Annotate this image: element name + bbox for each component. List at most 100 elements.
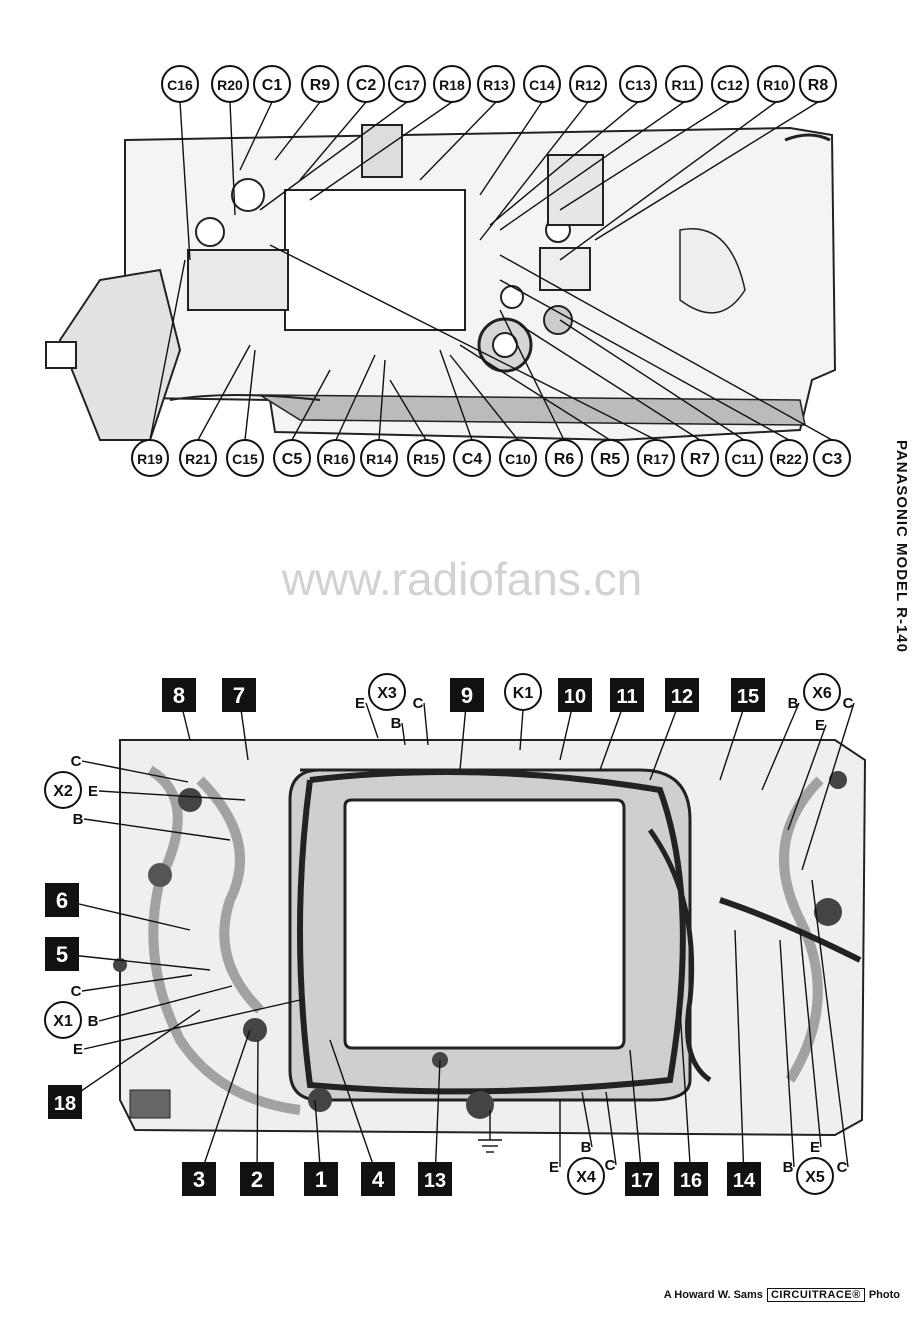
callout-c4: C4 — [453, 439, 491, 477]
callout-c17: C17 — [388, 65, 426, 103]
svg-text:R15: R15 — [413, 451, 439, 467]
callout-c13: C13 — [619, 65, 657, 103]
lead-x4-b: B — [581, 1139, 592, 1156]
svg-text:C5: C5 — [282, 451, 303, 468]
transistor-x3: X3 — [368, 673, 406, 711]
callout-r12: R12 — [569, 65, 607, 103]
lead-x5-e: E — [810, 1139, 820, 1156]
point-18: 18 — [48, 1085, 82, 1119]
svg-text:7: 7 — [233, 683, 245, 708]
svg-text:R13: R13 — [483, 77, 509, 93]
svg-text:R5: R5 — [600, 451, 621, 468]
point-8: 8 — [162, 678, 196, 712]
svg-text:8: 8 — [173, 683, 185, 708]
lead-x6-b: B — [788, 695, 799, 712]
callout-c16: C16 — [161, 65, 199, 103]
svg-text:X5: X5 — [805, 1169, 825, 1186]
model-caption-text: PANASONIC MODEL R-140 — [893, 440, 910, 653]
callout-c2: C2 — [347, 65, 385, 103]
svg-text:X6: X6 — [812, 685, 832, 702]
svg-text:R7: R7 — [690, 451, 711, 468]
callout-c5: C5 — [273, 439, 311, 477]
svg-text:15: 15 — [737, 686, 759, 708]
svg-text:14: 14 — [733, 1170, 756, 1192]
callout-c11: C11 — [725, 439, 763, 477]
lead-x5-c: C — [837, 1159, 848, 1176]
transistor-k1: K1 — [504, 673, 542, 711]
svg-text:13: 13 — [424, 1170, 446, 1192]
point-9: 9 — [450, 678, 484, 712]
callout-r8: R8 — [799, 65, 837, 103]
leader-lines — [61, 101, 855, 1180]
callout-c14: C14 — [523, 65, 561, 103]
svg-text:5: 5 — [56, 942, 68, 967]
svg-text:C1: C1 — [262, 77, 283, 94]
svg-text:18: 18 — [54, 1093, 76, 1115]
svg-text:C10: C10 — [505, 451, 531, 467]
watermark: www.radiofans.cn — [281, 553, 643, 605]
lead-x2-b: B — [73, 811, 84, 828]
top-chassis-photo — [45, 124, 837, 442]
lead-x3-e: E — [355, 695, 365, 712]
point-16: 16 — [674, 1162, 708, 1196]
callout-r20: R20 — [211, 65, 249, 103]
point-7: 7 — [222, 678, 256, 712]
svg-text:3: 3 — [193, 1167, 205, 1192]
svg-text:X3: X3 — [377, 685, 397, 702]
transistor-x2: X2 — [44, 771, 82, 809]
svg-text:C12: C12 — [717, 77, 743, 93]
callout-r9: R9 — [301, 65, 339, 103]
svg-text:R21: R21 — [185, 451, 211, 467]
point-12: 12 — [665, 678, 699, 712]
svg-text:C11: C11 — [732, 451, 757, 467]
svg-text:C17: C17 — [394, 77, 420, 93]
callout-r18: R18 — [433, 65, 471, 103]
point-1: 1 — [304, 1162, 338, 1196]
svg-text:17: 17 — [631, 1170, 653, 1192]
svg-text:C4: C4 — [462, 451, 483, 468]
transistor-x4: X4 — [567, 1157, 605, 1195]
point-13: 13 — [418, 1162, 452, 1196]
svg-text:R11: R11 — [672, 77, 697, 93]
lead-x2-e: E — [88, 783, 98, 800]
callout-c15: C15 — [226, 439, 264, 477]
svg-text:R6: R6 — [554, 451, 575, 468]
callout-r19: R19 — [131, 439, 169, 477]
svg-text:R20: R20 — [217, 77, 243, 93]
svg-text:R19: R19 — [137, 451, 163, 467]
lead-x3-b: B — [391, 715, 402, 732]
svg-text:R22: R22 — [776, 451, 802, 467]
callout-c3: C3 — [813, 439, 851, 477]
svg-text:X1: X1 — [53, 1013, 73, 1030]
svg-text:12: 12 — [671, 686, 693, 708]
svg-text:1: 1 — [315, 1167, 327, 1192]
lead-x6-e: E — [815, 717, 825, 734]
svg-text:C2: C2 — [356, 77, 377, 94]
callout-r6: R6 — [545, 439, 583, 477]
svg-text:C3: C3 — [822, 451, 843, 468]
callout-r10: R10 — [757, 65, 795, 103]
svg-text:16: 16 — [680, 1170, 702, 1192]
callout-c1: C1 — [253, 65, 291, 103]
point-10: 10 — [558, 678, 592, 712]
point-15: 15 — [731, 678, 765, 712]
transistor-x1: X1 — [44, 1001, 82, 1039]
lead-x6-c: C — [843, 695, 854, 712]
svg-text:C16: C16 — [167, 77, 193, 93]
svg-text:R14: R14 — [366, 451, 392, 467]
svg-text:11: 11 — [616, 686, 637, 708]
bottom-board-photo — [113, 739, 867, 1153]
svg-text:6: 6 — [56, 888, 68, 913]
transistor-x5: X5 — [796, 1157, 834, 1195]
svg-text:9: 9 — [461, 683, 473, 708]
svg-text:X2: X2 — [53, 783, 73, 800]
callout-r11: R11 — [665, 65, 703, 103]
point-11: 11 — [610, 678, 644, 712]
callout-r17: R17 — [637, 439, 675, 477]
point-5: 5 — [45, 937, 79, 971]
svg-text:R8: R8 — [808, 77, 829, 94]
svg-text:10: 10 — [564, 686, 586, 708]
lead-x1-b: B — [88, 1013, 99, 1030]
